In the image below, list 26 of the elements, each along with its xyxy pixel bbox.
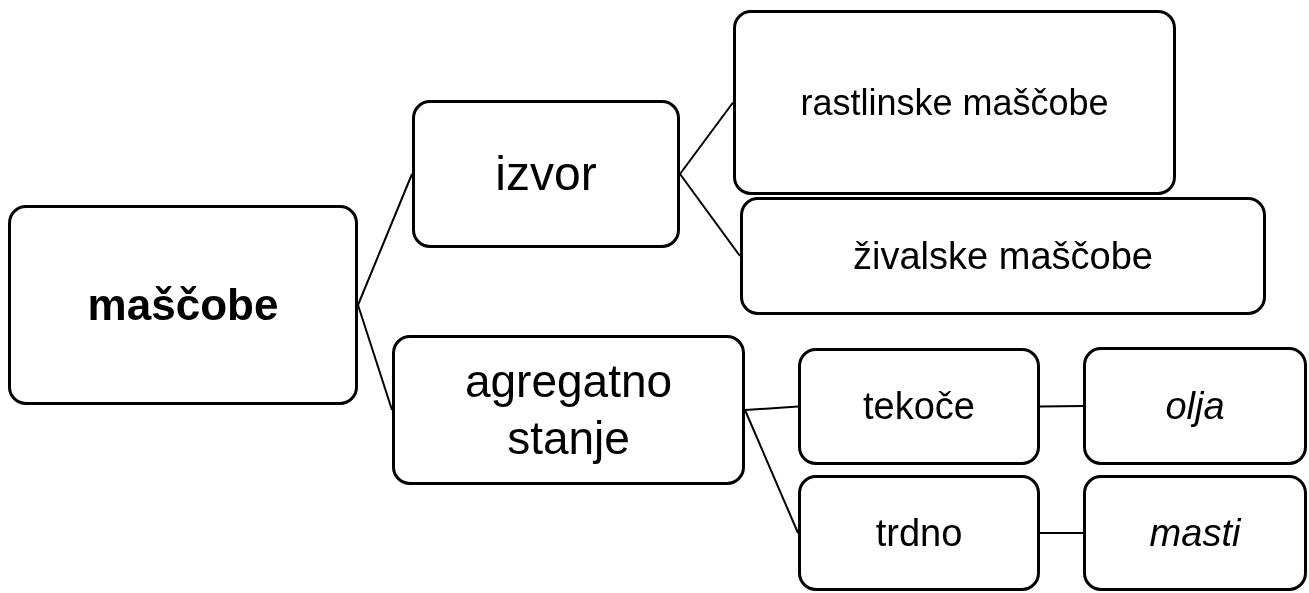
rounded-box: [798, 348, 1040, 465]
rounded-box: [798, 475, 1040, 591]
rounded-box: [392, 335, 745, 485]
box-label: izvor: [495, 146, 597, 202]
box-label: maščobe: [87, 279, 279, 331]
rounded-box: [8, 205, 358, 405]
rounded-box: [740, 197, 1266, 315]
rounded-box: [1083, 475, 1307, 591]
connector-line: [357, 304, 393, 411]
box-label: živalske maščobe: [853, 233, 1153, 279]
connector-line: [1039, 532, 1084, 534]
box-label: trdno: [875, 510, 963, 556]
connector-line: [357, 173, 413, 306]
box-label: rastlinske maščobe: [800, 80, 1109, 125]
rounded-box: [412, 100, 680, 248]
connector-line: [744, 409, 799, 534]
connector-line: [679, 173, 741, 257]
rounded-box: [733, 10, 1176, 195]
connector-line: [1039, 405, 1084, 408]
box-label: tekoče: [863, 384, 975, 429]
box-label: agregatno stanje: [463, 353, 674, 466]
rounded-box: [1083, 347, 1307, 465]
box-label: olja: [1165, 383, 1225, 429]
connector-line: [744, 405, 799, 411]
connector-line: [679, 101, 734, 175]
box-label: masti: [1149, 510, 1241, 556]
